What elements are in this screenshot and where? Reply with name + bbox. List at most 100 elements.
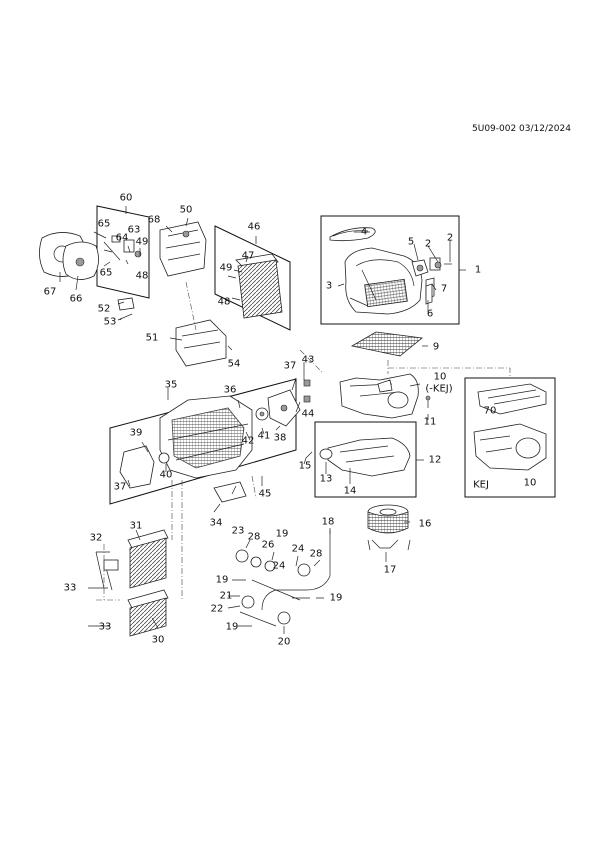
part-bracket-34 <box>213 481 247 503</box>
part-actuator-38 <box>267 389 301 427</box>
callout-10-kej: 10 <box>523 477 537 489</box>
blower-case-box <box>314 421 417 498</box>
callout-47: 47 <box>241 250 255 262</box>
part-bracket-6 <box>425 283 433 305</box>
part-pipe-32 <box>95 551 119 591</box>
callout-64: 64 <box>115 232 129 244</box>
part-cabin-filter-9 <box>350 331 423 357</box>
callout-11: 11 <box>423 416 437 428</box>
callout-30: 30 <box>151 634 165 646</box>
callout-4: 4 <box>360 226 368 238</box>
callout-49: 49 <box>219 262 233 274</box>
part-upper-case-70 <box>477 383 547 415</box>
callout-34: 34 <box>209 517 223 529</box>
part-actuator-parts-63-64-65 <box>103 235 142 261</box>
part-seal-13 <box>319 448 333 460</box>
callout-28: 28 <box>247 531 261 543</box>
callout-51: 51 <box>145 332 159 344</box>
part-blower-lower-case-10 <box>339 373 419 419</box>
callout-22: 22 <box>210 603 224 615</box>
callout-63: 63 <box>127 224 141 236</box>
hvac-case-box <box>109 378 297 505</box>
callout-17: 17 <box>383 564 397 576</box>
callout-46: 46 <box>247 221 261 233</box>
callout-2: 2 <box>446 232 454 244</box>
callout-5: 5 <box>407 236 415 248</box>
callout-37: 37 <box>283 360 297 372</box>
kej-variant-box <box>464 377 556 498</box>
part-clip-43-44 <box>303 379 311 403</box>
part-screw-15 <box>305 451 313 459</box>
callout-20: 20 <box>277 636 291 648</box>
callout-33: 33 <box>98 621 112 633</box>
callout-70: 70 <box>483 405 497 417</box>
callout-54: 54 <box>227 358 241 370</box>
callout-48: 48 <box>217 296 231 308</box>
callout-45: 45 <box>258 488 272 500</box>
diagram-code: 5U09-002 03/12/2024 <box>472 124 571 134</box>
callout-1: 1 <box>474 264 482 276</box>
callout-41: 41 <box>257 430 271 442</box>
part-actuators-23-28 <box>235 549 311 625</box>
callout-32: 32 <box>89 532 103 544</box>
part-evaporator-31 <box>127 529 169 589</box>
part-wire-harness-18 <box>239 530 331 627</box>
callout-3: 3 <box>325 280 333 292</box>
part-heater-core-47 <box>235 253 283 319</box>
callout-37: 37 <box>113 481 127 493</box>
callout-33: 33 <box>63 582 77 594</box>
callout-10-variant: (-KEJ) <box>425 383 453 395</box>
callout-66: 66 <box>69 293 83 305</box>
callout-19: 19 <box>329 592 343 604</box>
callout-26: 26 <box>261 539 275 551</box>
callout-49: 49 <box>135 236 149 248</box>
callout-50: 50 <box>179 204 193 216</box>
callout-53: 53 <box>103 316 117 328</box>
callout-60: 60 <box>119 192 133 204</box>
part-actuator-39-40 <box>119 445 170 489</box>
callout-52: 52 <box>97 303 111 315</box>
callout-13: 13 <box>319 473 333 485</box>
callout-18: 18 <box>321 516 335 528</box>
callout-35: 35 <box>164 379 178 391</box>
callout-10: 10 <box>433 371 447 383</box>
callout-65: 65 <box>99 267 113 279</box>
part-housing-68 <box>159 221 207 277</box>
callout-16: 16 <box>418 518 432 530</box>
callout-38: 38 <box>273 432 287 444</box>
part-screw-11 <box>425 395 431 408</box>
part-gear-66 <box>62 241 99 280</box>
callout-24: 24 <box>291 543 305 555</box>
callout-48: 48 <box>135 270 149 282</box>
leader-lines <box>59 206 511 634</box>
part-heater-30 <box>127 589 169 637</box>
callout-19: 19 <box>275 528 289 540</box>
callout-67: 67 <box>43 286 57 298</box>
part-case-51 <box>175 319 227 367</box>
variant-label-kej: KEJ <box>473 479 489 491</box>
callout-19: 19 <box>225 621 239 633</box>
callout-42: 42 <box>241 435 255 447</box>
part-hvac-case-35 <box>159 395 253 479</box>
part-bracket-52-53 <box>117 297 135 321</box>
callout-9: 9 <box>432 341 440 353</box>
callout-36: 36 <box>223 384 237 396</box>
callout-12: 12 <box>428 454 442 466</box>
callout-19: 19 <box>215 574 229 586</box>
part-case-kej-10 <box>473 423 547 471</box>
callout-7: 7 <box>440 283 448 295</box>
callout-39: 39 <box>129 427 143 439</box>
callout-6: 6 <box>426 308 434 320</box>
part-blower-motor-16 <box>367 504 409 534</box>
part-blower-housing-3 <box>344 247 423 315</box>
assembly-center-lines <box>96 281 323 601</box>
part-screws-17 <box>367 539 411 551</box>
callout-14: 14 <box>343 485 357 497</box>
callout-2: 2 <box>424 238 432 250</box>
callout-65: 65 <box>97 218 111 230</box>
part-seal-4 <box>329 227 376 242</box>
callout-21: 21 <box>219 590 233 602</box>
callout-24: 24 <box>272 560 286 572</box>
